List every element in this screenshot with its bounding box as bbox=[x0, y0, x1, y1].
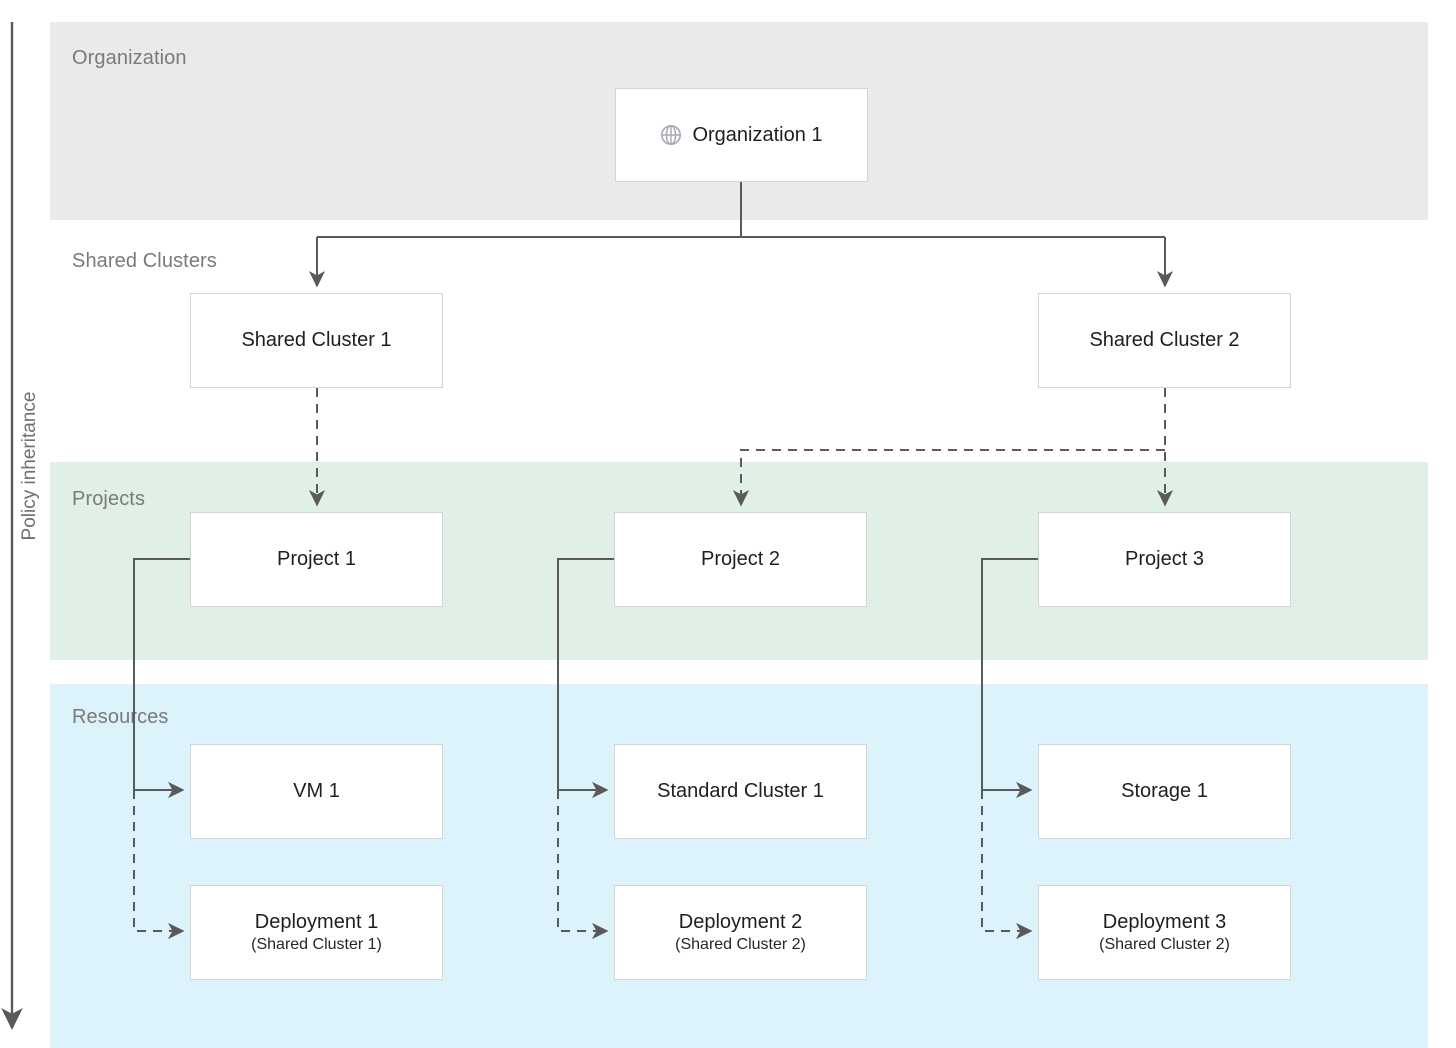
node-organization-1[interactable]: Organization 1 bbox=[615, 88, 868, 182]
band-label-organization: Organization bbox=[72, 47, 187, 69]
node-storage-1-label: Storage 1 bbox=[1121, 780, 1208, 802]
node-standard-cluster-1[interactable]: Standard Cluster 1 bbox=[614, 744, 867, 839]
band-label-shared-clusters: Shared Clusters bbox=[72, 250, 217, 272]
node-vm-1[interactable]: VM 1 bbox=[190, 744, 443, 839]
node-deployment-1[interactable]: Deployment 1 (Shared Cluster 1) bbox=[190, 885, 443, 980]
policy-inheritance-label: Policy inheritance bbox=[19, 391, 40, 541]
node-deployment-2-sublabel: (Shared Cluster 2) bbox=[675, 935, 806, 953]
node-storage-1[interactable]: Storage 1 bbox=[1038, 744, 1291, 839]
node-project-3-label: Project 3 bbox=[1125, 548, 1204, 570]
node-standard-cluster-1-label: Standard Cluster 1 bbox=[657, 780, 824, 802]
node-project-1-label: Project 1 bbox=[277, 548, 356, 570]
node-project-2-label: Project 2 bbox=[701, 548, 780, 570]
band-label-resources: Resources bbox=[72, 706, 169, 728]
node-organization-1-label: Organization 1 bbox=[692, 123, 823, 146]
band-label-projects: Projects bbox=[72, 488, 146, 510]
node-deployment-3-sublabel: (Shared Cluster 2) bbox=[1099, 935, 1230, 953]
node-shared-cluster-1[interactable]: Shared Cluster 1 bbox=[190, 293, 443, 388]
globe-icon bbox=[660, 124, 682, 146]
node-deployment-1-sublabel: (Shared Cluster 1) bbox=[251, 935, 382, 953]
node-project-1[interactable]: Project 1 bbox=[190, 512, 443, 607]
node-shared-cluster-2-label: Shared Cluster 2 bbox=[1089, 329, 1240, 351]
node-deployment-2[interactable]: Deployment 2 (Shared Cluster 2) bbox=[614, 885, 867, 980]
node-vm-1-label: VM 1 bbox=[293, 780, 340, 802]
node-deployment-3-label: Deployment 3 bbox=[1102, 910, 1227, 933]
node-deployment-1-label: Deployment 1 bbox=[254, 910, 379, 933]
band-resources bbox=[50, 684, 1428, 1048]
node-shared-cluster-1-label: Shared Cluster 1 bbox=[241, 329, 392, 351]
node-deployment-3[interactable]: Deployment 3 (Shared Cluster 2) bbox=[1038, 885, 1291, 980]
node-shared-cluster-2[interactable]: Shared Cluster 2 bbox=[1038, 293, 1291, 388]
policy-inheritance-axis: Policy inheritance bbox=[0, 0, 46, 1048]
node-project-3[interactable]: Project 3 bbox=[1038, 512, 1291, 607]
node-deployment-2-label: Deployment 2 bbox=[678, 910, 803, 933]
node-project-2[interactable]: Project 2 bbox=[614, 512, 867, 607]
